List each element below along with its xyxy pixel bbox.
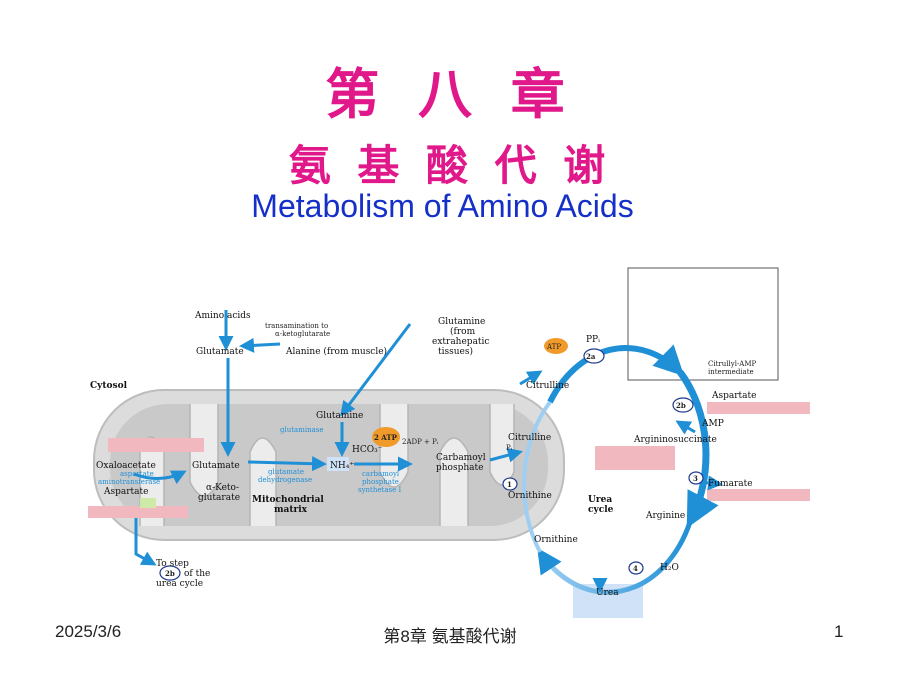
tissues-label: tissues) [438,346,473,357]
alpha-keto-label-2: glutarate [198,493,240,503]
citrullyl-amp-label-1: Citrullyl-AMP [708,360,757,368]
atp2-label: 2 ATP [374,433,398,442]
footer-date: 2025/3/6 [55,622,122,641]
cps1-label-1: carbamoyl [362,470,400,478]
citrulline-top-label: Citrulline [526,381,569,391]
aat-label-1: aspartate [120,470,154,478]
nh2-box [140,498,156,508]
fumarate-box [707,489,810,501]
ppi-label: PPᵢ [586,335,600,345]
glutamine-label: Glutamine [316,411,363,421]
step-2b-label: 2b [676,401,686,410]
aspartate-right-box [707,402,810,414]
mito-matrix-label-1: Mitochondrial [252,495,324,505]
amino-acids-label: Amino acids [194,311,251,321]
urea-cycle-label-1: Urea [588,495,612,505]
mito-matrix-label-2: matrix [274,505,308,515]
transamination-label: transamination to [265,322,328,330]
ornithine-mito-label: Ornithine [508,491,552,501]
gdh-label-2: dehydrogenase [258,476,312,484]
glutaminase-label: glutaminase [280,426,324,434]
argininosuccinate-label: Argininosuccinate [633,435,717,445]
urea-label: Urea [596,588,619,598]
citrullyl-amp-label-2: intermediate [708,368,754,376]
footer-page-number: 1 [834,622,844,641]
pi-label: Pᵢ [506,444,513,452]
nh4-label: NH₄⁺ [330,461,354,471]
step-3-label: 3 [693,474,698,483]
slide-title-topic: 氨 基 酸 代 谢 [288,141,612,190]
urea-cycle-ring [522,344,719,595]
cps1-label-3: synthetase I [358,486,401,494]
urea-cycle-label-2: cycle [588,505,614,515]
argininosuccinate-box [595,446,675,470]
step-4-label: 4 [633,564,638,573]
citrullyl-amp-bracket [627,267,779,381]
cps1-label-2: phosphate [362,478,399,486]
aspartate-label: Aspartate [103,487,148,497]
arginine-label: Arginine [645,511,685,521]
fumarate-label: Fumarate [708,479,753,489]
glutamate-label: Glutamate [196,347,244,357]
nh4-box [327,457,349,471]
gdh-label-1: glutamate [268,468,304,476]
from-label: (from [450,326,476,337]
amp-label: AMP [701,419,724,429]
of-the-label: of the [184,569,210,579]
step-badges [159,348,704,581]
aspartate-structure-box [88,506,188,518]
alpha-keto-label-1: α-Keto- [206,483,239,493]
slide-title-chapter: 第 八 章 [325,62,575,126]
carbamoyl-label-1: Carbamoyl [436,453,486,463]
pathway-arrows [133,310,723,593]
oxaloacetate-label: Oxaloacetate [96,461,156,471]
aspartate-right-label: Aspartate [711,391,756,401]
glutamate-mito-label: Glutamate [192,461,240,471]
aat-label-2: aminotransferase [98,478,160,486]
step-2a-label: 2a [586,352,596,361]
h2o-label: H₂O [660,563,679,573]
slide-title-english: Metabolism of Amino Acids [251,188,634,224]
oxaloacetate-structure-box [108,438,204,452]
extrahepatic-label: extrahepatic [432,337,489,347]
atp-circle [544,338,568,354]
footer-title: 第8章 氨基酸代谢 [383,627,517,646]
alanine-label: Alanine (from muscle) [285,346,387,357]
urea-cycle-lc-label: urea cycle [156,579,203,589]
cytosol-label: Cytosol [90,381,128,391]
glutamine-ext-label: Glutamine [438,317,485,327]
carbamoyl-label-2: phosphate [436,463,483,473]
adp-label: 2ADP + Pᵢ [402,438,439,446]
hco3-label: HCO₃⁻ [352,445,383,455]
step-1-label: 1 [507,480,512,489]
ornithine-cyto-label: Ornithine [534,535,578,545]
to-step-label: To step [156,559,189,569]
atp-label: ATP [546,343,561,351]
citrulline-mito-label: Citrulline [508,433,551,443]
ketoglutarate-label: α-ketoglutarate [275,330,330,338]
to-step-2b-label: 2b [165,569,175,578]
urea-cycle-figure: Amino acids transamination to α-ketoglut… [88,267,810,618]
atp2-circle [372,427,400,447]
